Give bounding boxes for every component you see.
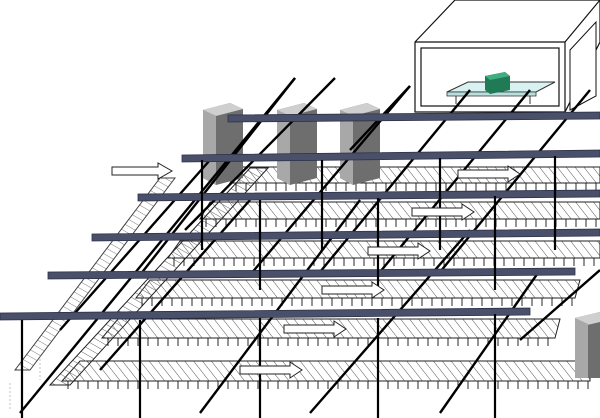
rail	[47, 267, 576, 280]
frame-beam	[59, 159, 211, 331]
arrow-right-icon	[283, 320, 347, 338]
processing-machine-icon	[414, 0, 600, 113]
arrow-right-icon	[411, 203, 475, 221]
arrow-right-icon	[321, 281, 385, 299]
rail	[227, 111, 600, 123]
guide-lines	[9, 355, 41, 410]
workpiece-icon	[485, 72, 510, 94]
conveyor-belt	[60, 360, 591, 382]
frame-beam	[19, 77, 296, 414]
frame-beam	[439, 89, 591, 273]
rail	[181, 149, 600, 163]
overhead-rails	[0, 111, 600, 321]
frame-beam	[519, 269, 600, 341]
rail	[137, 189, 600, 202]
arrow-right-icon	[239, 361, 303, 379]
frame-beam	[99, 199, 251, 371]
inlet-arrow-icon	[111, 162, 174, 180]
rail	[0, 307, 531, 321]
flow-arrows	[111, 162, 521, 379]
support-posts	[20, 156, 557, 418]
rail	[91, 228, 600, 242]
frame-beam	[439, 269, 541, 414]
frame-beam	[309, 229, 471, 414]
frame-beam	[379, 89, 531, 273]
storage-cabinet-icon	[203, 103, 243, 185]
storage-cabinet-icon	[575, 312, 600, 378]
arrow-right-icon	[457, 165, 521, 183]
arrow-right-icon	[367, 242, 431, 260]
